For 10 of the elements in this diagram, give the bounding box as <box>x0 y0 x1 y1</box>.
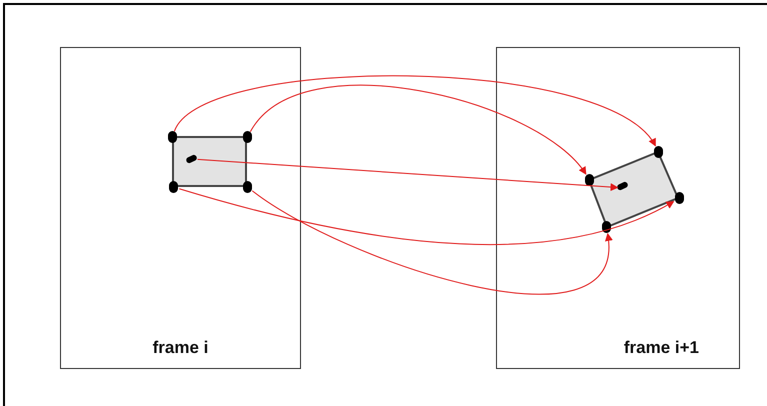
frame-label: frame i <box>152 336 208 358</box>
frame-box <box>496 47 740 369</box>
arrow <box>178 188 674 245</box>
arrow <box>252 190 612 295</box>
frame-label: frame i+1 <box>624 336 699 358</box>
arrow <box>174 75 656 146</box>
frame-box <box>60 47 301 369</box>
arrow <box>250 84 586 175</box>
arrow <box>196 158 619 192</box>
rectangle <box>172 136 247 187</box>
